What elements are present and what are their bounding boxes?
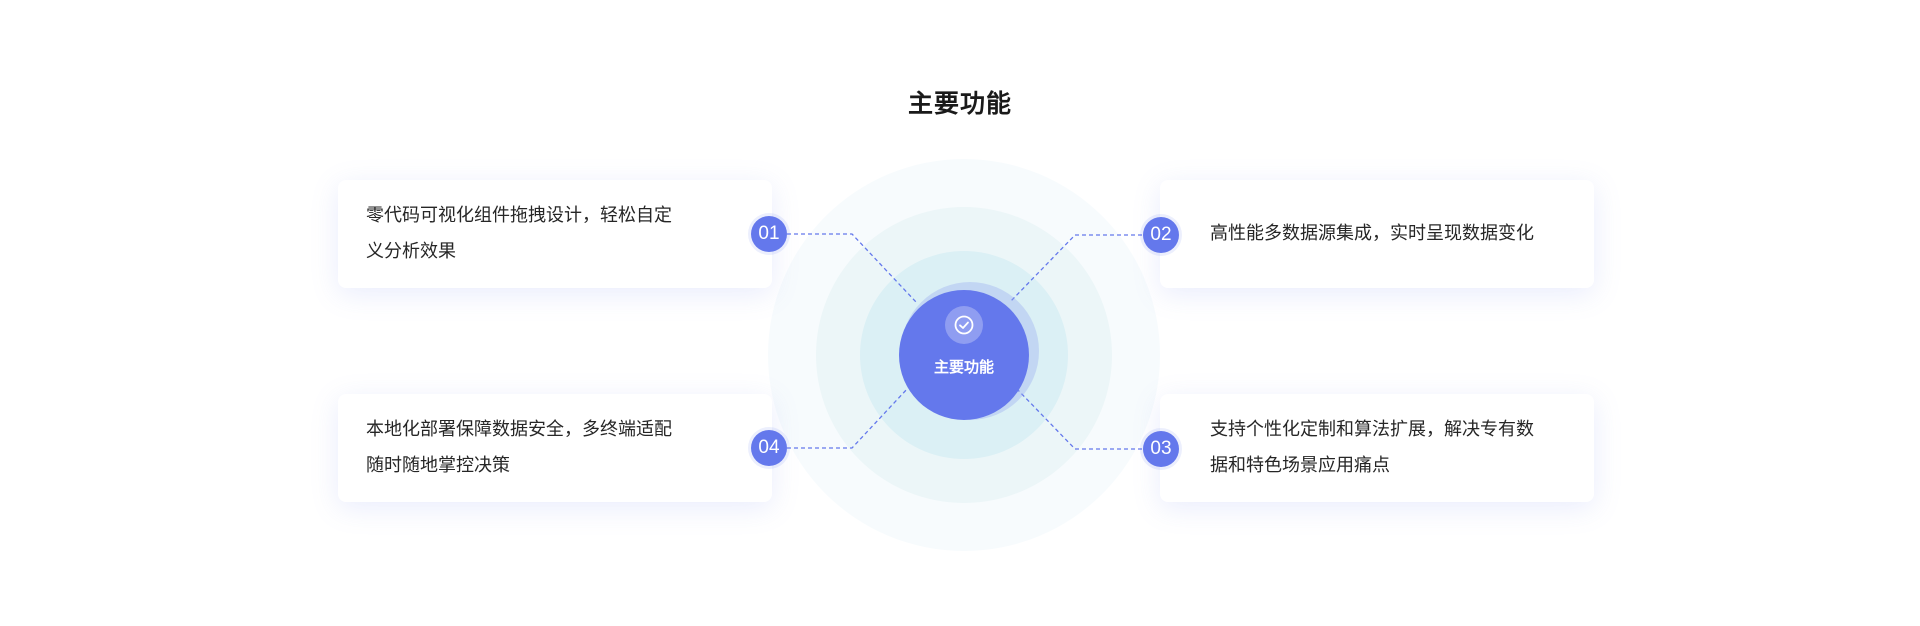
feature-text-02: 高性能多数据源集成，实时呈现数据变化 [1210, 223, 1534, 244]
connector-line-02 [1009, 234, 1142, 303]
center-hub: 主要功能 [899, 290, 1029, 420]
feature-text-01: 零代码可视化组件拖拽设计，轻松自定 义分析效果 [366, 205, 672, 262]
connector-line-03 [1015, 387, 1142, 450]
center-label: 主要功能 [933, 358, 994, 376]
connector-line-01 [787, 233, 917, 303]
connector-line-04 [787, 387, 909, 449]
page-title: 主要功能 [907, 89, 1012, 118]
feature-number-01: 01 [751, 216, 787, 252]
feature-card-01: 零代码可视化组件拖拽设计，轻松自定 义分析效果 [338, 180, 772, 288]
check-circle-icon [945, 306, 983, 344]
feature-card-04: 本地化部署保障数据安全，多终端适配 随时随地掌控决策 [338, 394, 772, 502]
feature-text-04: 本地化部署保障数据安全，多终端适配 随时随地掌控决策 [366, 419, 672, 476]
feature-card-02: 高性能多数据源集成，实时呈现数据变化 [1160, 180, 1594, 288]
feature-number-02: 02 [1143, 217, 1179, 253]
feature-card-03: 支持个性化定制和算法扩展，解决专有数 据和特色场景应用痛点 [1160, 394, 1594, 502]
feature-number-03: 03 [1143, 431, 1179, 467]
feature-text-03: 支持个性化定制和算法扩展，解决专有数 据和特色场景应用痛点 [1210, 419, 1534, 476]
feature-number-04: 04 [751, 430, 787, 466]
